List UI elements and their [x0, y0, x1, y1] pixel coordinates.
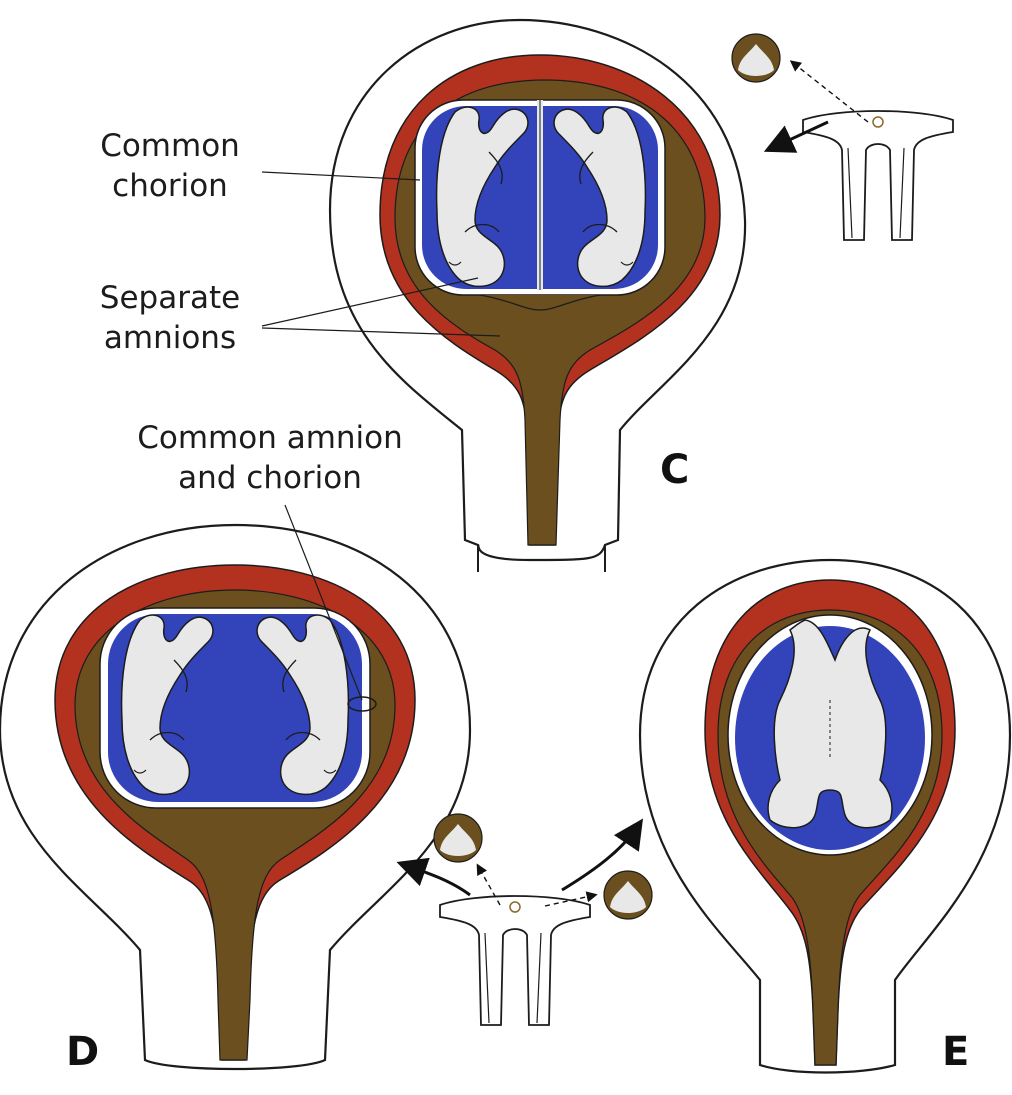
label-line: amnions — [60, 318, 280, 358]
label-line: and chorion — [80, 458, 460, 498]
label-common-chorion: Common chorion — [60, 126, 280, 206]
uterus-icon — [803, 111, 953, 240]
label-line: Common — [60, 126, 280, 166]
panel-c-uterus-inset — [732, 34, 953, 240]
arrow-icon — [405, 865, 470, 895]
panel-de-uterus-inset — [405, 814, 652, 1025]
blastocyst-icon — [434, 814, 482, 862]
panel-label-c: C — [660, 448, 689, 492]
blastocyst-icon — [604, 871, 652, 919]
label-line: Separate — [60, 278, 280, 318]
panel-label-e: E — [942, 1030, 969, 1074]
blastocyst-icon — [732, 34, 780, 82]
panel-d-uterus — [0, 505, 470, 1069]
label-line: chorion — [60, 166, 280, 206]
uterus-icon — [440, 896, 590, 1025]
label-separate-amnions: Separate amnions — [60, 278, 280, 358]
panel-label-d: D — [66, 1030, 99, 1074]
label-line: Common amnion — [80, 418, 460, 458]
label-common-amnion-and-chorion: Common amnion and chorion — [80, 418, 460, 498]
panel-e-uterus — [640, 560, 1010, 1073]
